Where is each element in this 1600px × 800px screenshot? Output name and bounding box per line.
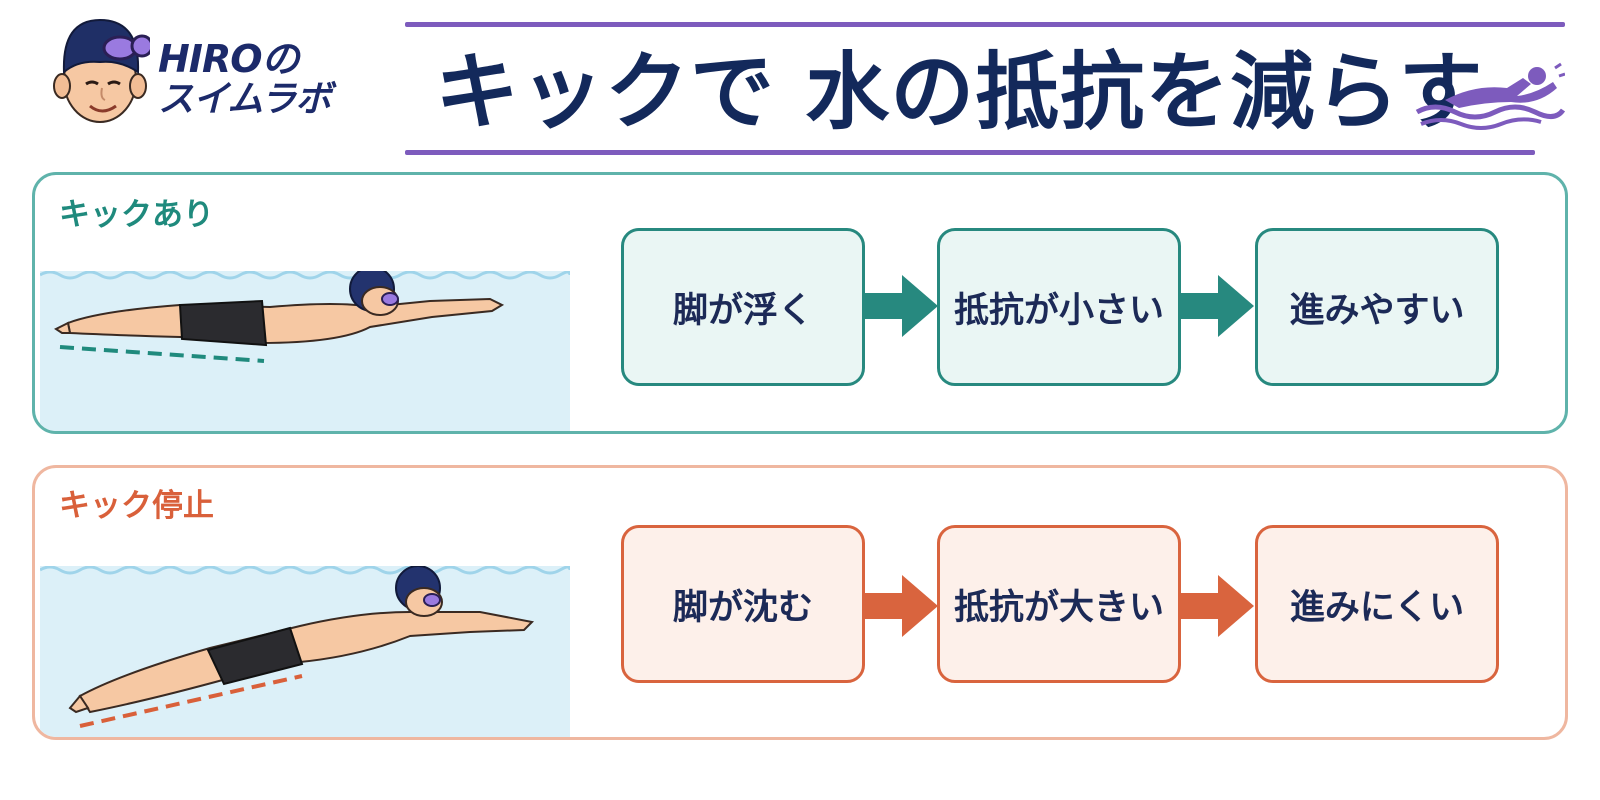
step-box: 進みにくい [1255, 525, 1499, 683]
brand-line1: HIROの [158, 37, 300, 81]
arrow-right-icon [862, 575, 938, 637]
step-box: 脚が沈む [621, 525, 865, 683]
swimmer-sinking-illustration [40, 566, 570, 728]
step-box: 抵抗が大きい [937, 525, 1181, 683]
stop-section: キック停止 脚が沈む 抵抗が大きい 進みにくい [32, 465, 1568, 740]
step-box: 脚が浮く [621, 228, 865, 386]
step-box: 進みやすい [1255, 228, 1499, 386]
arrow-right-icon [1178, 575, 1254, 637]
section-label: キック停止 [59, 488, 214, 524]
water-area [40, 271, 570, 431]
brand-name: HIROの スイムラボ [158, 37, 331, 120]
kick-section: キックあり 脚が浮く 抵抗が小さい 進みやすい [32, 172, 1568, 434]
section-label: キックあり [59, 197, 214, 233]
water-area [40, 566, 570, 737]
title-banner: キックで 水の抵抗を減らす [405, 22, 1565, 157]
step-box: 抵抗が小さい [937, 228, 1181, 386]
swimmer-kicking-illustration [40, 271, 570, 363]
arrow-right-icon [862, 275, 938, 337]
brand-line2: スイムラボ [158, 79, 331, 120]
arrow-right-icon [1178, 275, 1254, 337]
title-rule-top [405, 22, 1565, 27]
swimmer-icon [1415, 62, 1565, 130]
title-rule-bottom [405, 150, 1535, 155]
brand-logo: HIROの スイムラボ [50, 10, 370, 140]
avatar [53, 18, 150, 123]
page-title: キックで 水の抵抗を減らす [435, 43, 1484, 141]
